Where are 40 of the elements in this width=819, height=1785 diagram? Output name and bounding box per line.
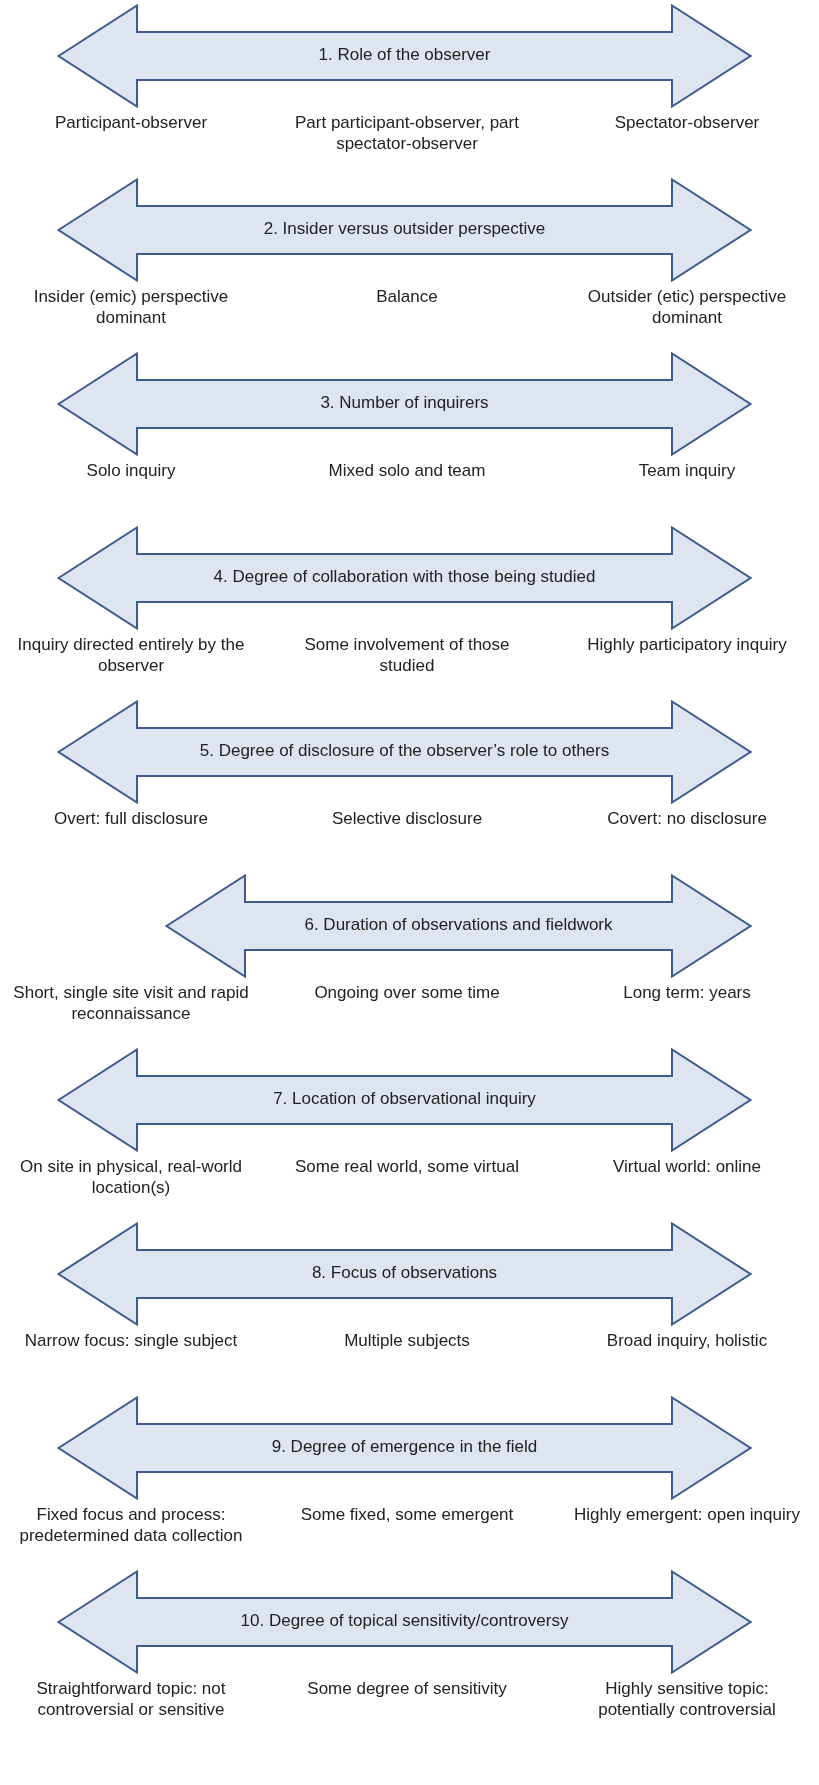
midpoint-label: Some degree of sensitivity (306, 1678, 508, 1700)
midpoint-label: Balance (375, 286, 439, 308)
endpoint-label: Team inquiry (637, 460, 737, 482)
midpoint-label: Ongoing over some time (313, 982, 501, 1004)
endpoint-label: Outsider (etic) perspective dominant (586, 286, 788, 329)
scale-title: 5. Degree of disclosure of the observer’s role to others (198, 741, 611, 761)
midpoint-label: Some real world, some virtual (294, 1156, 520, 1178)
endpoint-label: Insider (emic) perspective dominant (32, 286, 230, 329)
scale-title: 2. Insider versus outsider perspective (262, 219, 547, 239)
endpoint-label: Overt: full disclosure (53, 808, 209, 830)
endpoint-label: Highly emergent: open inquiry (573, 1504, 801, 1526)
scale-title: 7. Location of observational inquiry (272, 1089, 537, 1109)
scale-title: 3. Number of inquirers (319, 393, 490, 413)
endpoint-label: Spectator-observer (613, 112, 761, 134)
endpoint-label: Covert: no disclosure (606, 808, 768, 830)
endpoint-label: Highly participatory inquiry (586, 634, 788, 656)
endpoint-label: Broad inquiry, holistic (605, 1330, 769, 1352)
endpoint-label: Fixed focus and process: predetermined data collection (18, 1504, 244, 1547)
endpoint-label: Long term: years (622, 982, 752, 1004)
midpoint-label: Selective disclosure (330, 808, 484, 830)
scale-title: 6. Duration of observations and fieldwork (303, 915, 614, 935)
midpoint-label: Some fixed, some emergent (299, 1504, 515, 1526)
scale-title: 1. Role of the observer (317, 45, 492, 65)
scale-title: 8. Focus of observations (310, 1263, 499, 1283)
scale-title: 10. Degree of topical sensitivity/controversy (239, 1611, 570, 1631)
endpoint-label: Short, single site visit and rapid reconnaissance (12, 982, 250, 1025)
midpoint-label: Mixed solo and team (327, 460, 487, 482)
endpoint-label: Narrow focus: single subject (23, 1330, 239, 1352)
scale-title: 9. Degree of emergence in the field (270, 1437, 539, 1457)
endpoint-label: Inquiry directed entirely by the observer (16, 634, 246, 677)
midpoint-label: Multiple subjects (343, 1330, 471, 1352)
endpoint-label: Highly sensitive topic: potentially controversial (597, 1678, 777, 1721)
scale-title: 4. Degree of collaboration with those being studied (212, 567, 597, 587)
endpoint-label: Straightforward topic: not controversial or sensitive (35, 1678, 227, 1721)
midpoint-label: Some involvement of those studied (303, 634, 511, 677)
endpoint-label: Virtual world: online (611, 1156, 762, 1178)
endpoint-label: Solo inquiry (85, 460, 177, 482)
midpoint-label: Part participant-observer, part spectator-observer (294, 112, 520, 155)
endpoint-label: On site in physical, real-world location(s) (19, 1156, 243, 1199)
endpoint-label: Participant-observer (53, 112, 209, 134)
